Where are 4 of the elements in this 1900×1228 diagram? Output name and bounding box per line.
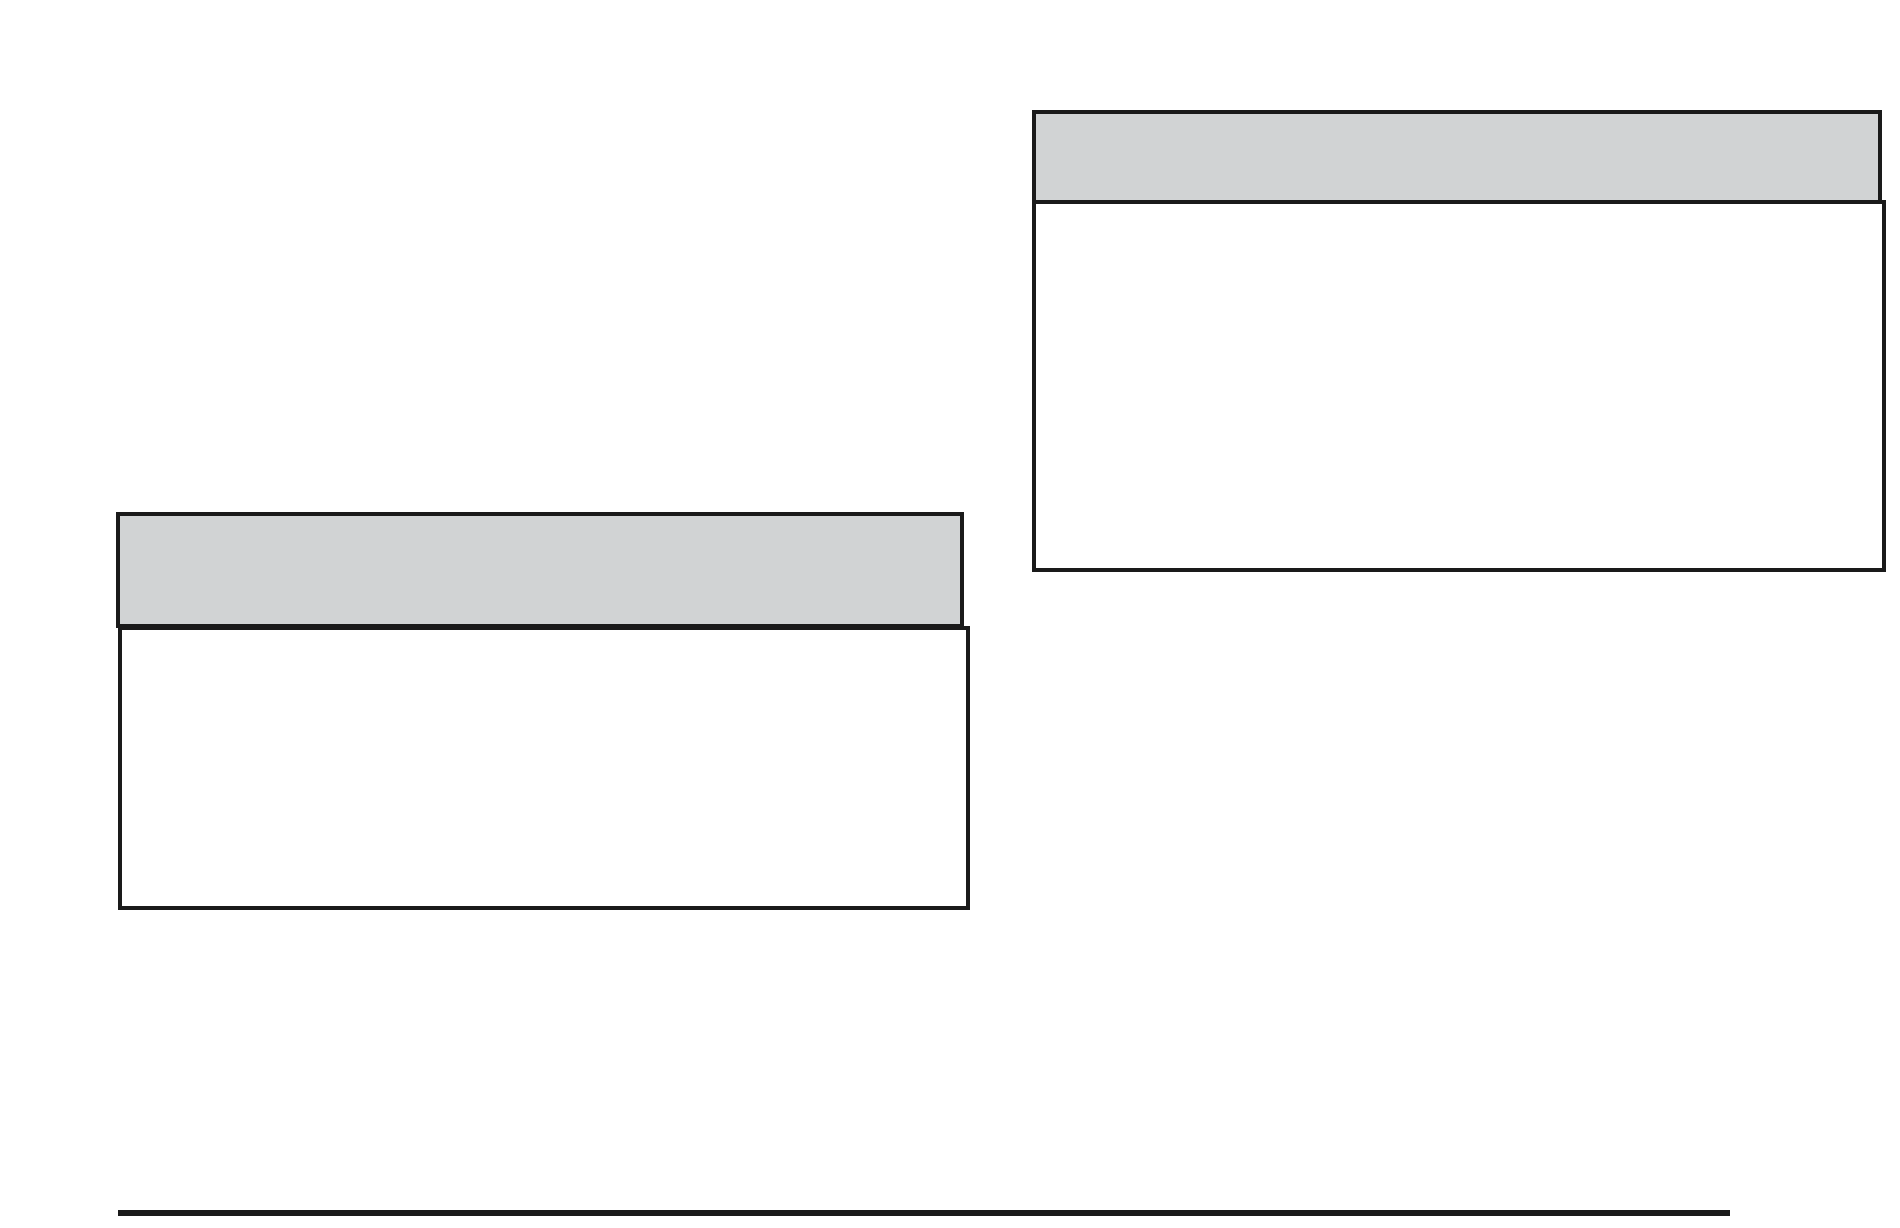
notice-box [1032,200,1886,572]
header-bar [1032,110,1882,204]
notice-box [118,626,970,910]
header-bar [116,512,964,628]
